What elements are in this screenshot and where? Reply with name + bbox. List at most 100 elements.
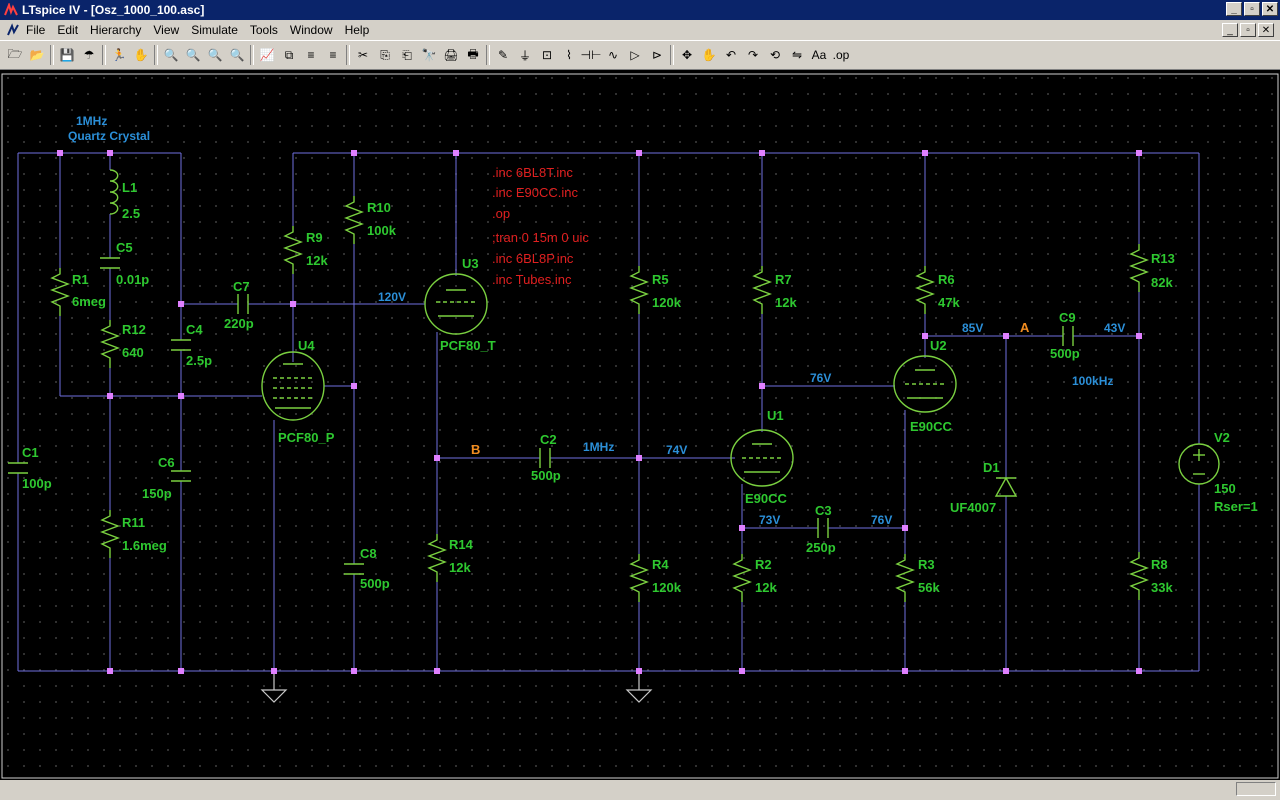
tube-u4-symbol[interactable] (261, 351, 325, 421)
resistor-r11-symbol[interactable] (100, 510, 120, 558)
resistor-r3-symbol[interactable] (895, 554, 915, 602)
r1-name: R1 (72, 272, 89, 287)
capacitor-c7-symbol[interactable] (237, 294, 249, 314)
resistor-r2-symbol[interactable] (732, 554, 752, 602)
halt-icon[interactable]: ✋ (133, 48, 149, 62)
capacitor-c1-symbol[interactable] (8, 462, 28, 474)
voltage-source-v2-symbol[interactable] (1178, 443, 1220, 485)
save-icon[interactable]: 💾 (59, 48, 75, 62)
rotate-icon[interactable]: ⟲ (769, 48, 781, 62)
minimize-button[interactable]: _ (1226, 2, 1242, 16)
schematic[interactable]: L1 2.5 C5 0.01p R1 6meg R12 640 C4 2.5p … (0, 70, 1280, 780)
spice-directive[interactable]: .inc 6BL8P.inc (492, 251, 574, 266)
menu-edit[interactable]: Edit (57, 23, 79, 37)
resistor-r1-symbol[interactable] (50, 268, 70, 316)
delete-icon[interactable]: ✂ (357, 48, 369, 62)
capacitor-c9-symbol[interactable] (1062, 326, 1074, 346)
diode-d1-symbol[interactable] (994, 476, 1018, 497)
zoom-out-icon[interactable]: 🔍 (185, 48, 201, 62)
resistor-r13-symbol[interactable] (1129, 244, 1149, 292)
run-icon[interactable]: 🏃 (111, 48, 127, 62)
tile-icon[interactable]: ⧉ (284, 47, 294, 62)
resistor-r5-symbol[interactable] (629, 266, 649, 314)
wire-icon[interactable]: ✎ (497, 48, 509, 62)
maximize-button[interactable]: ▫ (1244, 2, 1260, 16)
capacitor-c6-symbol[interactable] (171, 470, 191, 482)
resistor-r12-symbol[interactable] (100, 320, 120, 368)
move-icon[interactable]: ✥ (681, 48, 693, 62)
spice-directive[interactable]: .inc E90CC.inc (492, 185, 578, 200)
ground-icon[interactable]: ⏚ (518, 48, 531, 63)
capacitor-icon[interactable]: ⊣⊢ (580, 48, 602, 62)
cascade-icon[interactable]: ≡ (307, 48, 315, 62)
resistor-r14-symbol[interactable] (427, 534, 447, 582)
zoom-in-icon[interactable]: 🔍 (163, 48, 179, 62)
resistor-r8-symbol[interactable] (1129, 552, 1149, 600)
r7-name: R7 (775, 272, 792, 287)
schematic-canvas[interactable]: L1 2.5 C5 0.01p R1 6meg R12 640 C4 2.5p … (0, 70, 1280, 780)
capacitor-c3-symbol[interactable] (817, 518, 829, 538)
drag-icon[interactable]: ✋ (701, 48, 717, 62)
doc-close-button[interactable]: ✕ (1258, 23, 1274, 37)
diode-icon[interactable]: ▷ (630, 48, 640, 62)
schematic-doc-icon[interactable] (6, 23, 20, 37)
open-icon[interactable]: 🗁 (7, 46, 23, 61)
control-panel-icon[interactable]: ☂ (83, 48, 95, 62)
duplicate-icon[interactable]: ⎘ (380, 47, 390, 62)
print-preview-icon[interactable]: 🖶 (467, 46, 479, 61)
tube-u1-symbol[interactable] (730, 429, 794, 487)
spice-directive[interactable]: .op (492, 206, 510, 221)
c8-name: C8 (360, 546, 377, 561)
resistor-r6-symbol[interactable] (915, 266, 935, 314)
menu-help[interactable]: Help (344, 23, 370, 37)
menu-view[interactable]: View (153, 23, 180, 37)
inductor-icon[interactable]: ∿ (607, 48, 619, 62)
menu-file[interactable]: File (26, 23, 46, 37)
menu-simulate[interactable]: Simulate (191, 23, 238, 37)
label-icon[interactable]: ⊡ (541, 48, 553, 62)
menu-hierarchy[interactable]: Hierarchy (90, 23, 142, 37)
menu-window[interactable]: Window (289, 23, 333, 37)
close-button[interactable]: ✕ (1262, 2, 1278, 16)
window-title: LTspice IV - [Osz_1000_100.asc] (22, 3, 205, 17)
spice-directive[interactable]: .inc 6BL8T.inc (492, 165, 573, 180)
open-schematic-icon[interactable]: 📂 (29, 48, 45, 62)
capacitor-c8-symbol[interactable] (344, 563, 364, 575)
capacitor-c4-symbol[interactable] (171, 339, 191, 351)
u1-name: U1 (767, 408, 784, 423)
resistor-icon[interactable]: ⌇ (566, 48, 572, 62)
find-icon[interactable]: 🔭 (421, 48, 437, 62)
ground-symbol[interactable] (625, 671, 653, 703)
close-icon[interactable]: ≡ (329, 48, 337, 62)
text-icon[interactable]: Aa (811, 48, 827, 62)
spice-directive-icon[interactable]: .op (832, 48, 850, 62)
autorange-icon[interactable]: 📈 (259, 48, 275, 62)
inductor-l1-symbol[interactable] (109, 169, 119, 215)
resistor-r4-symbol[interactable] (629, 554, 649, 602)
zoom-full-icon[interactable]: 🔍 (207, 48, 223, 62)
resistor-r10-symbol[interactable] (344, 196, 364, 244)
tube-u2-symbol[interactable] (893, 355, 957, 413)
redo-icon[interactable]: ↷ (747, 48, 759, 62)
menu-tools[interactable]: Tools (249, 23, 278, 37)
undo-icon[interactable]: ↶ (725, 48, 737, 62)
capacitor-c2-symbol[interactable] (539, 448, 551, 468)
mirror-icon[interactable]: ⇋ (791, 48, 803, 62)
zoom-area-icon[interactable]: 🔍 (229, 48, 245, 62)
r4-value: 120k (652, 580, 682, 595)
resistor-r9-symbol[interactable] (283, 226, 303, 274)
r14-value: 12k (449, 560, 471, 575)
doc-restore-button[interactable]: ▫ (1240, 23, 1256, 37)
print-icon[interactable]: 🖨 (443, 48, 459, 62)
net-label-a[interactable]: A (1020, 320, 1030, 335)
resistor-r7-symbol[interactable] (752, 266, 772, 314)
tube-u3-symbol[interactable] (424, 273, 488, 335)
ground-symbol[interactable] (260, 671, 288, 703)
spice-directive[interactable]: ;tran 0 15m 0 uic (492, 230, 589, 245)
copy-icon[interactable]: ⎗ (402, 47, 412, 62)
doc-minimize-button[interactable]: _ (1222, 23, 1238, 37)
net-label-b[interactable]: B (471, 442, 480, 457)
component-icon[interactable]: ⊳ (651, 48, 663, 62)
capacitor-c5-symbol[interactable] (100, 257, 120, 269)
spice-directive[interactable]: .inc Tubes.inc (492, 272, 572, 287)
